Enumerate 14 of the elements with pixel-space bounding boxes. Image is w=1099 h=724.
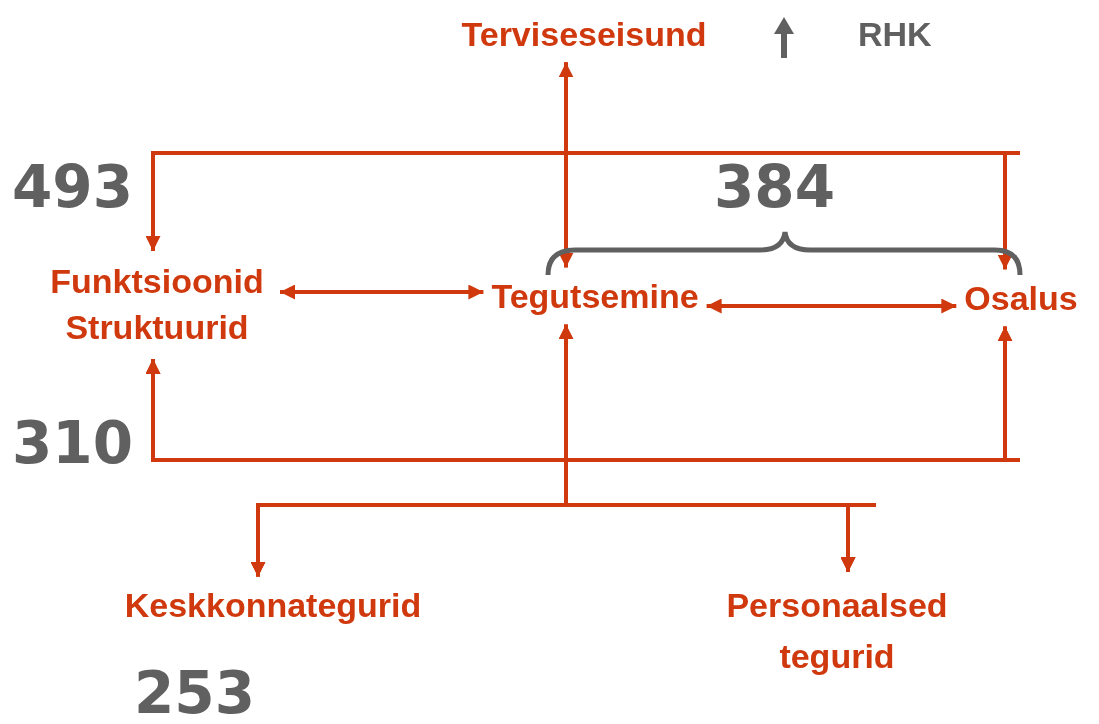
code-count: 384: [714, 158, 836, 216]
arrow: [706, 298, 957, 314]
node-label: Terviseseisund: [461, 13, 707, 55]
classification-label: RHK: [858, 17, 932, 51]
code-count: 493: [12, 158, 134, 216]
arrow: [280, 284, 484, 300]
node-label: Keskkonnategurid: [124, 584, 422, 626]
node-label: Tegutsemine: [491, 275, 699, 317]
node-label: Osalus: [964, 277, 1078, 319]
node-label: Funktsioonid Struktuurid: [49, 261, 265, 348]
code-count: 310: [12, 414, 134, 472]
arrow: [564, 62, 1022, 270]
node-label: Personaalsed tegurid: [725, 585, 949, 677]
code-count: 253: [134, 664, 256, 722]
